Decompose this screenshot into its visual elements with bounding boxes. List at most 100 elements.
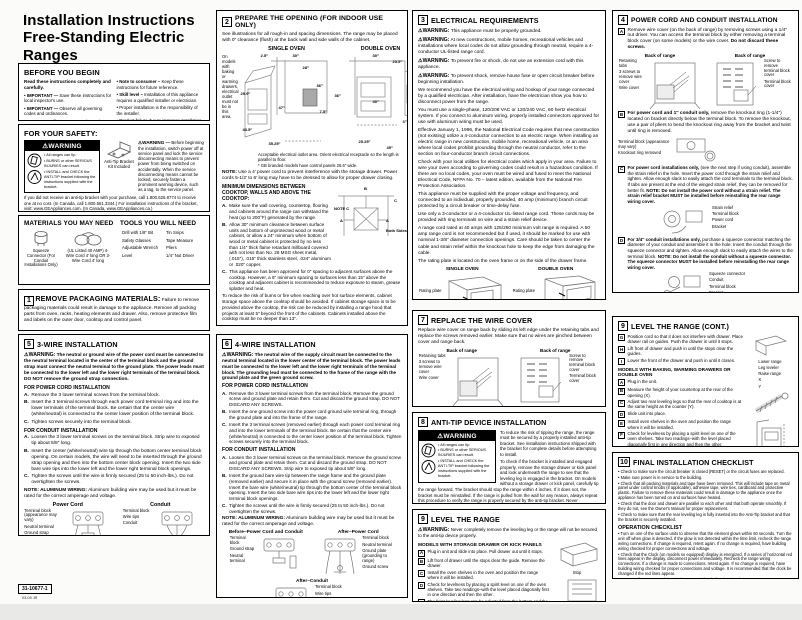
tool-item: Drill with 1/8″ Bit bbox=[122, 230, 154, 235]
diagram-label: Ground screw bbox=[362, 563, 389, 569]
tools-title: TOOLS YOU WILL NEED bbox=[120, 220, 197, 227]
step9-models-title: MODELS WITH STORAGE DRAWER OR KICK PANEL… bbox=[418, 542, 542, 548]
before-item: Note to Installer – Be sure to leave the… bbox=[24, 119, 112, 120]
paragraph: Use only a 3-conductor or a 4-conductor … bbox=[418, 212, 595, 224]
conduit-terminal-diagram bbox=[156, 509, 198, 535]
list-item: C.Tighten the screws until the wire is f… bbox=[24, 474, 194, 486]
dimension-label: 2.5″ bbox=[260, 52, 269, 58]
dimension-label: 29.9″ bbox=[240, 90, 251, 96]
after-power-cord-diagram bbox=[320, 536, 360, 578]
step5-aluminum-note: NOTE: ALUMINUM WIRING: Aluminum building… bbox=[24, 487, 197, 499]
step5-powercord-steps: A.Remove the 3 lower terminal screws fro… bbox=[24, 393, 204, 426]
step8-title: ANTI-TIP DEVICE INSTALLATION bbox=[431, 417, 547, 427]
checklist-item: Check that the Clock (on models so equip… bbox=[618, 552, 793, 577]
step6-powercord-steps: A.Remove the 3 lower terminal screws fro… bbox=[222, 391, 402, 445]
warning-bullets: All ranges can tip.BURNS or other SERIOU… bbox=[44, 153, 97, 190]
step2-number: 2 bbox=[222, 17, 232, 27]
diagram-label: Knockout ring removed bbox=[618, 150, 662, 156]
diagram-label: Raise range bbox=[758, 371, 781, 377]
dimension-label: 47″ bbox=[278, 104, 285, 110]
squeeze-connector-icon bbox=[31, 229, 51, 249]
warning-bullet: All ranges can tip. bbox=[438, 443, 493, 448]
terminal-cover-diagram bbox=[708, 59, 762, 111]
diagram-label: Strain relief bbox=[712, 204, 734, 210]
double-oven-opening-diagram: 30″23.5″2.5″40″36″7.5″3″25.25″45″ bbox=[334, 53, 407, 151]
before-intro: Read these instructions completely and c… bbox=[24, 79, 111, 90]
warning-bullet: BURNS or other SERIOUS INJURIES can resu… bbox=[44, 159, 97, 169]
dimension-label: 45″ bbox=[386, 144, 393, 150]
before-item: IMPORTANT — Save these instructions for … bbox=[24, 93, 112, 104]
warning-header: ⚠WARNING bbox=[419, 430, 495, 441]
tool-item: Pliers bbox=[166, 245, 177, 251]
list-item: C.Insert the 3 terminal screws (removed … bbox=[222, 422, 402, 445]
step5-number: 5 bbox=[24, 339, 34, 349]
single-oven-caption: SINGLE OVEN bbox=[268, 45, 305, 52]
before-you-begin-title: BEFORE YOU BEGIN bbox=[24, 68, 100, 77]
wire-cover-diagram bbox=[647, 59, 701, 111]
diagram-label: Ground plate (grounding to range) bbox=[362, 547, 387, 563]
back-of-range-caption: Back of range bbox=[644, 52, 676, 58]
tip-over-pictogram-icon bbox=[27, 153, 42, 190]
conduit-diagram-title: Conduit bbox=[150, 501, 171, 508]
step8-paragraph-2: To check if the bracket is installed and… bbox=[418, 459, 599, 504]
list-item: B.Insert the 3 terminal screws through e… bbox=[24, 400, 199, 418]
section-step10: 10 FINAL INSTALLATION CHECKLIST Check to… bbox=[612, 452, 799, 579]
diagram-label: Bracket bbox=[709, 289, 724, 293]
diagram-label: Bracket bbox=[712, 223, 727, 229]
after-conduit-diagram bbox=[269, 585, 313, 597]
step6-powercord-title: FOR POWER CORD INSTALLATION bbox=[222, 383, 308, 390]
list-item: A.Loosen the 3 lower terminal screws on … bbox=[24, 435, 200, 447]
before-item: IMPORTANT — Observe all governing codes … bbox=[24, 106, 112, 117]
step2-title: PREPARE THE OPENING (FOR INDOOR USE ONLY… bbox=[235, 15, 384, 29]
step9-title: LEVEL THE RANGE bbox=[431, 514, 500, 524]
clearance-label: NOTE C bbox=[334, 205, 350, 211]
diagram-label: Ground strap bbox=[24, 529, 49, 535]
diagram-label: Leg leveler bbox=[758, 364, 779, 370]
step5-title: 3-WIRE INSTALLATION bbox=[37, 339, 118, 349]
diagram-label: Neutral terminal bbox=[24, 523, 54, 529]
before-item: Skill level – Installation of this appli… bbox=[117, 92, 205, 103]
paragraph: We recommend you have the electrical wir… bbox=[418, 87, 595, 105]
section-step3: 3 ELECTRICAL REQUIREMENTS ⚠WARNING: This… bbox=[412, 10, 606, 300]
dimension-label: 36″ bbox=[334, 92, 341, 98]
diagram-label: Terminal block cover bbox=[569, 373, 597, 384]
power-cord-diagram-labels: Terminal block (appearance may vary)Neut… bbox=[24, 508, 62, 535]
clearance-label: A bbox=[386, 217, 389, 223]
diagram-label: Terminal block bbox=[362, 535, 390, 541]
tool-item: Safety Glasses bbox=[122, 237, 151, 243]
step5-conduit-steps: A.Loosen the 3 lower terminal screws on … bbox=[24, 435, 204, 486]
step9c-models-title: MODELS WITH BAKING, WARMING DRAWERS OR D… bbox=[618, 367, 731, 378]
step4-title: POWER CORD AND CONDUIT INSTALLATION bbox=[631, 16, 778, 24]
diagram-label: Lower range bbox=[758, 358, 782, 364]
paragraph: You must use a single-phase, 120/208 VAC… bbox=[418, 107, 600, 125]
step2-outlet-area-note: On models with baking or warming drawers… bbox=[222, 53, 239, 119]
before-item: Note to consumer – Keep these instructio… bbox=[117, 79, 205, 90]
clearance-label: C bbox=[394, 197, 397, 203]
step1-number: 1 bbox=[24, 296, 34, 307]
tool-item: Level bbox=[122, 253, 133, 259]
diagram-label: Y bbox=[758, 383, 762, 389]
after-power-cord-diagram-title: After–Power Cord bbox=[337, 530, 379, 536]
safety-warning-paragraph: ⚠WARNING — Before beginning the installa… bbox=[138, 140, 204, 193]
step6-warning: ⚠WARNING: The neutral wire of the supply… bbox=[222, 351, 401, 381]
diagram-label: Power cord bbox=[712, 217, 734, 223]
warning-line: ⚠WARNING: At new constructions, mobile h… bbox=[418, 36, 594, 55]
dimension-label: 43.5″ bbox=[242, 126, 253, 132]
dimension-label: 30″ bbox=[292, 52, 299, 58]
section-materials-tools: MATERIALS YOU MAY NEED TOOLS YOU WILL NE… bbox=[18, 215, 210, 285]
single-oven-rating-diagram bbox=[443, 273, 505, 299]
step2-cord-note: NOTE: Use a 4′ power cord to prevent int… bbox=[222, 169, 398, 181]
diagram-label: Wire tips bbox=[122, 513, 140, 519]
